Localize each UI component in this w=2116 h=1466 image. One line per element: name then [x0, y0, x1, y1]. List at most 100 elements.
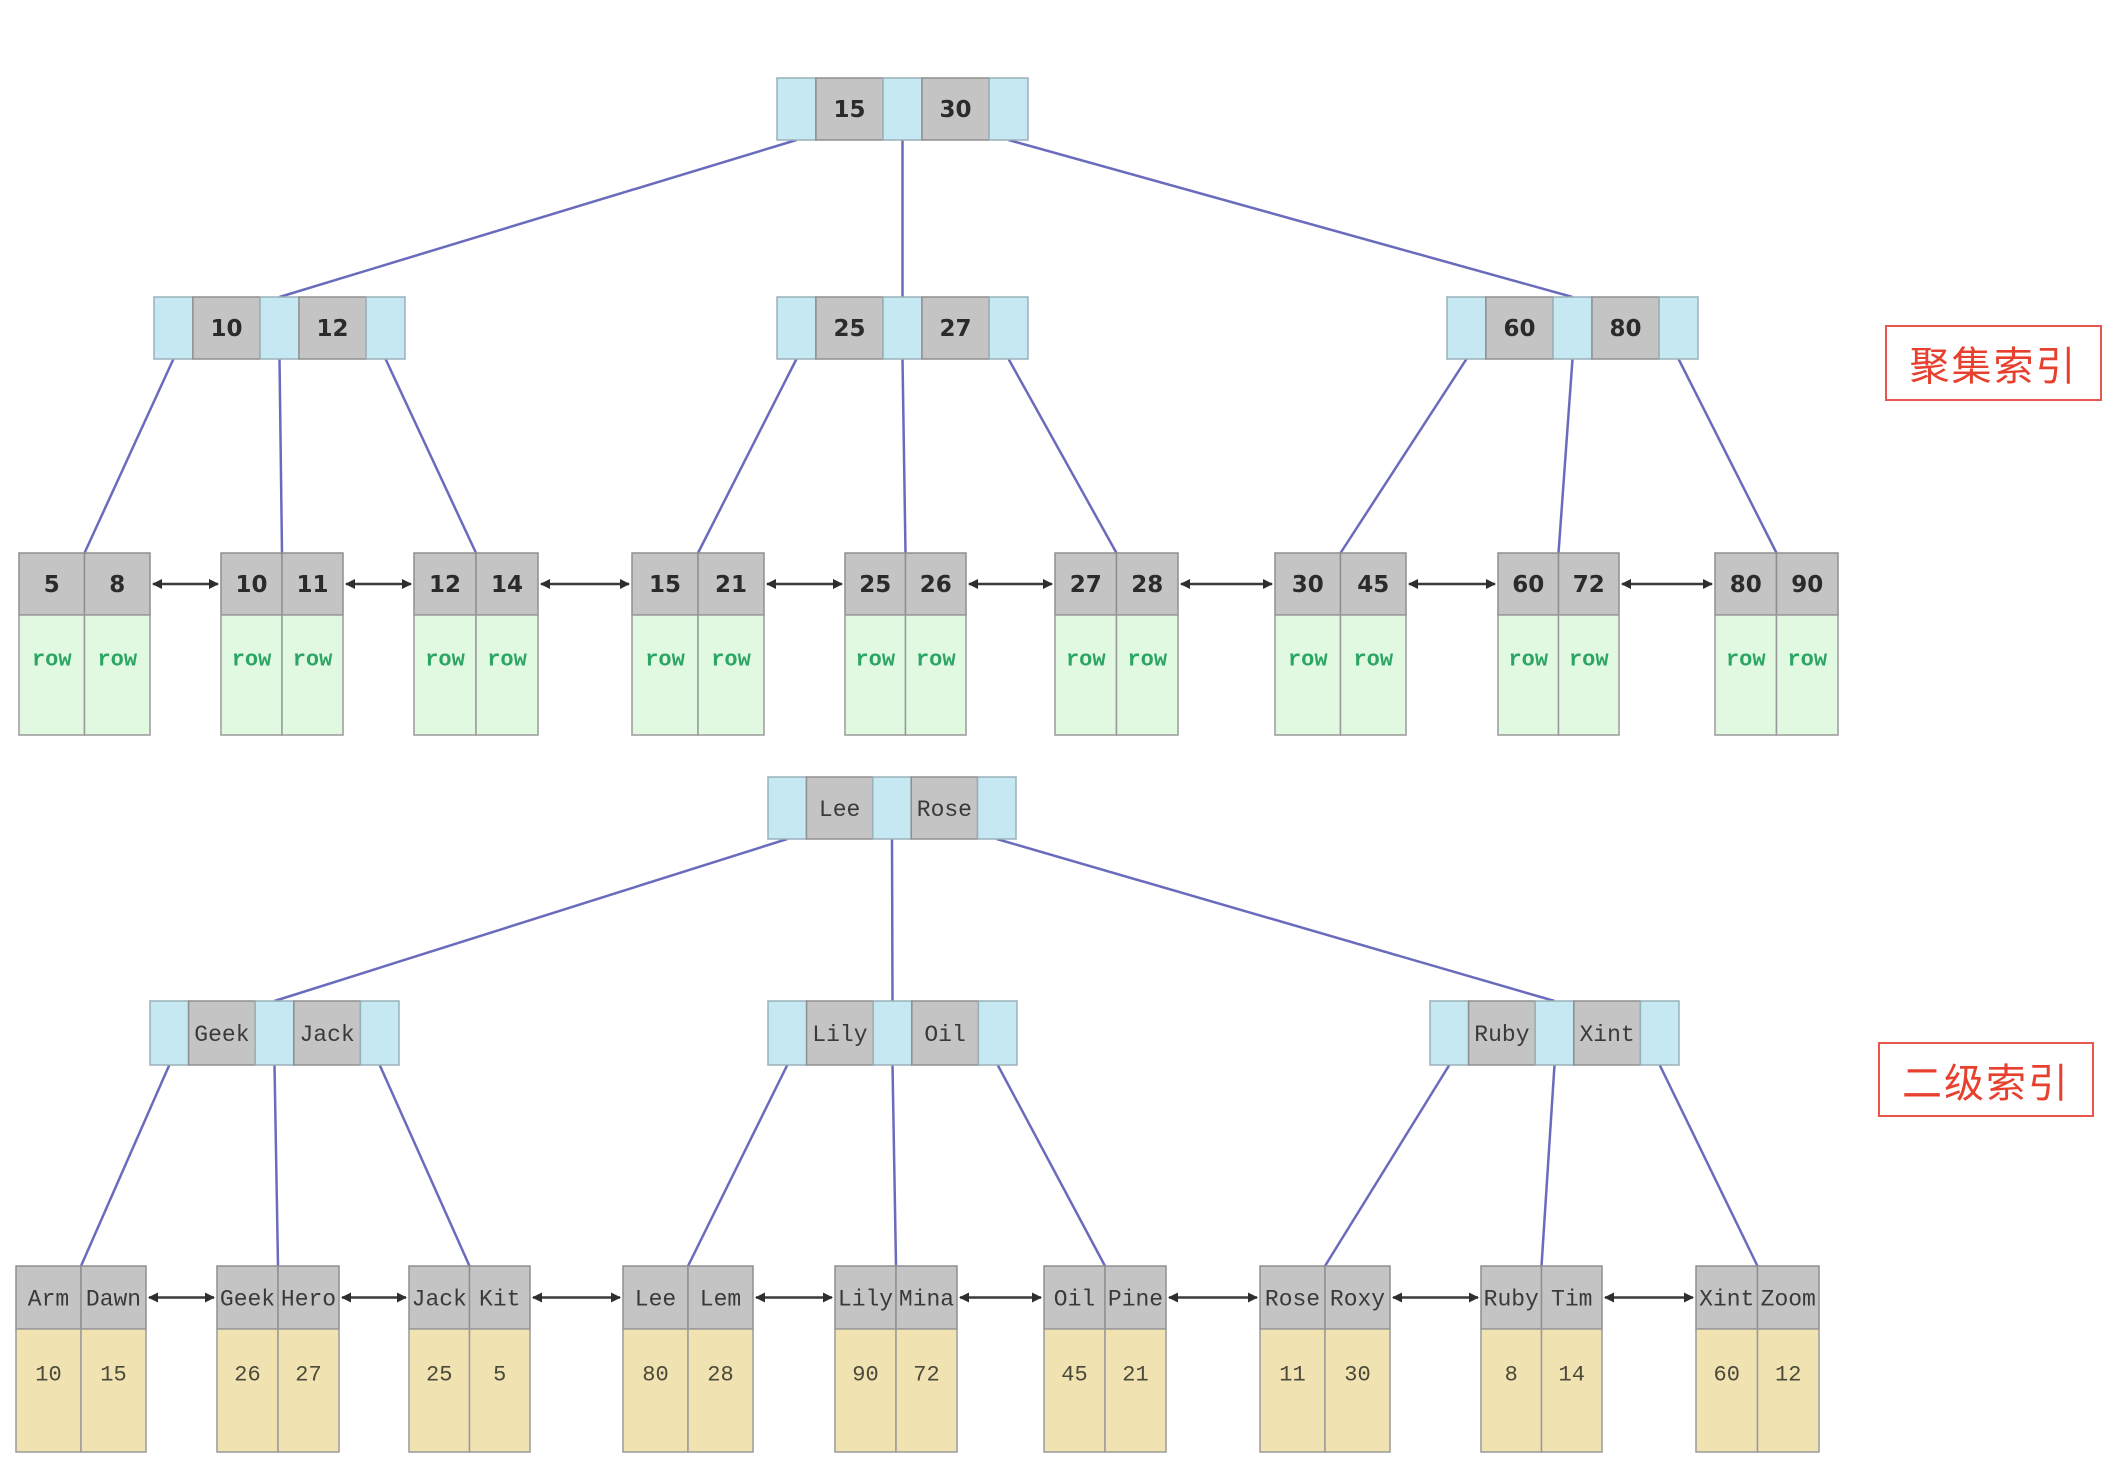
leaf-value-cell: [904, 614, 967, 736]
tree-edge: [378, 1064, 471, 1267]
leaf-value-cell: [687, 1328, 754, 1453]
leaf-value-text: 26: [234, 1363, 260, 1388]
leaf-key-cell: [687, 1265, 754, 1330]
leaf-key-text: 5: [44, 572, 60, 598]
leaf-key-cell: [631, 552, 699, 616]
key-text: Geek: [194, 1022, 249, 1048]
leaf-key-cell: [83, 552, 151, 616]
leaf-value-text: row: [232, 647, 272, 672]
leaf-value-text: 15: [100, 1363, 126, 1388]
leaf-value-cell: [895, 1328, 958, 1453]
tree-edge: [696, 358, 798, 554]
key-text: 25: [833, 316, 865, 342]
leaf-value-text: 12: [1775, 1363, 1801, 1388]
key-text: Oil: [924, 1022, 965, 1048]
tree-edges: [79, 138, 1778, 1267]
leaf-key-text: Oil: [1054, 1287, 1095, 1313]
pointer-cell: [365, 296, 406, 360]
pointer-cell: [767, 776, 808, 840]
leaf-key-text: 12: [429, 572, 461, 598]
leaf-value-text: 21: [1122, 1363, 1148, 1388]
leaf-key-text: 21: [715, 572, 747, 598]
key-text: 80: [1610, 316, 1642, 342]
leaf-value-cell: [408, 1328, 471, 1453]
tree-edge: [279, 138, 797, 299]
leaf-key-cell: [1115, 552, 1179, 616]
leaf-key-text: Ruby: [1484, 1287, 1539, 1313]
leaf-value-text: 8: [1505, 1363, 1518, 1388]
leaf-key-text: Lily: [838, 1287, 893, 1313]
leaf-key-text: Dawn: [86, 1287, 141, 1313]
leaf-value-cell: [83, 614, 151, 736]
leaf-value-text: 90: [852, 1363, 878, 1388]
clustered-internal-node: 60 80: [1446, 296, 1699, 360]
leaf-value-text: row: [1726, 647, 1766, 672]
leaf-key-text: 28: [1131, 572, 1163, 598]
leaf-value-text: row: [1127, 647, 1167, 672]
leaf-key-text: Lem: [700, 1287, 741, 1313]
leaf-value-text: 60: [1714, 1363, 1740, 1388]
leaf-value-cell: [1324, 1328, 1391, 1453]
leaf-value-cell: [697, 614, 765, 736]
leaf-key-text: 80: [1730, 572, 1762, 598]
leaf-value-cell: [1054, 614, 1118, 736]
leaf-value-text: row: [425, 647, 465, 672]
tree-edge: [384, 358, 478, 554]
leaf-key-cell: [1104, 1265, 1167, 1330]
leaf-key-text: Mina: [899, 1287, 954, 1313]
key-cell: [805, 1000, 874, 1066]
leaf-value-text: 5: [493, 1363, 506, 1388]
leaf-key-cell: [834, 1265, 897, 1330]
key-text: 60: [1503, 316, 1535, 342]
leaf-value-text: row: [1353, 647, 1393, 672]
leaf-value-text: row: [1569, 647, 1609, 672]
leaf-value-cell: [1497, 614, 1560, 736]
tree-edge: [901, 358, 907, 554]
pointer-cell: [882, 77, 923, 141]
leaf-key-text: 27: [1070, 572, 1102, 598]
leaf-key-text: 45: [1357, 572, 1389, 598]
leaf-key-text: 15: [649, 572, 681, 598]
key-cell: [815, 77, 884, 141]
tree-edge: [1323, 1064, 1451, 1267]
leaf-key-cell: [1480, 1265, 1543, 1330]
leaf-value-cell: [1259, 1328, 1326, 1453]
leaf-value-text: row: [97, 647, 137, 672]
tree-edge: [686, 1064, 789, 1267]
leaf-key-text: 25: [859, 572, 891, 598]
leaf-value-cell: [216, 1328, 279, 1453]
leaf-value-cell: [1115, 614, 1179, 736]
leaf-value-cell: [281, 614, 344, 736]
leaf-value-text: row: [645, 647, 685, 672]
leaf-key-cell: [1756, 1265, 1820, 1330]
pointer-cell: [767, 1000, 808, 1066]
leaf-value-text: row: [1787, 647, 1827, 672]
leaf-key-text: 11: [296, 572, 328, 598]
leaf-value-cell: [1695, 1328, 1759, 1453]
leaf-value-cell: [844, 614, 907, 736]
leaf-key-cell: [408, 1265, 471, 1330]
leaf-value-text: row: [916, 647, 956, 672]
tree-edge: [890, 838, 894, 1002]
leaf-key-text: 30: [1292, 572, 1324, 598]
leaf-key-cell: [18, 552, 86, 616]
pointer-cell: [1446, 296, 1487, 360]
leaf-key-text: 72: [1573, 572, 1605, 598]
tree-edge: [891, 1064, 898, 1267]
leaf-key-text: 10: [235, 572, 267, 598]
leaf-key-text: Roxy: [1330, 1287, 1385, 1313]
tree-edge: [1339, 358, 1468, 554]
